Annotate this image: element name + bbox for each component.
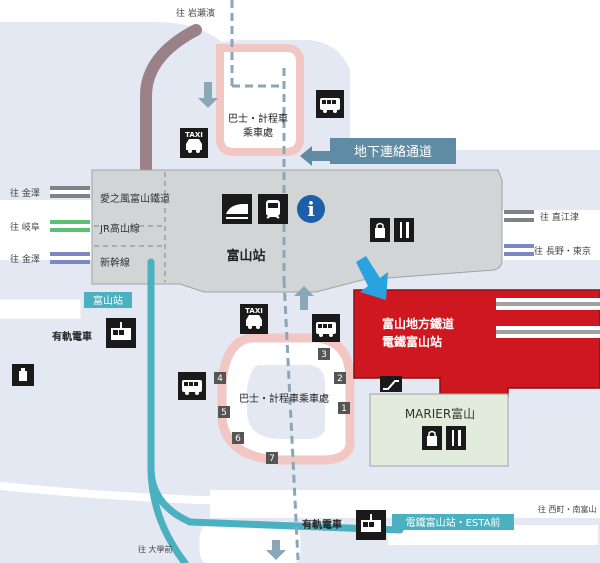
stop-7-box	[266, 452, 278, 464]
to-kanazawa-top-label: 往 金澤	[10, 187, 40, 199]
to-nishimachi-label: 往 西町・南富山	[538, 504, 597, 514]
esta-stop-box	[392, 514, 514, 530]
chitetsu-track-2-inner	[496, 330, 600, 334]
stub-naoetsu-inner	[504, 214, 534, 218]
tram-icon	[106, 318, 136, 348]
tram-bottom-label: 有軌電車	[302, 518, 342, 531]
stop-1: 1	[341, 404, 347, 414]
road-area-lower-left	[0, 300, 210, 520]
tram-track-south	[147, 466, 189, 563]
info-icon-letter: i	[307, 197, 315, 221]
chitetsu-track-1-inner	[496, 302, 600, 306]
to-naoetsu-label: 往 直江津	[540, 211, 579, 223]
marier-label: MARIER富山	[405, 406, 475, 421]
passage-arrow-north-left	[198, 82, 218, 108]
tram-stop-toyamaeki: 富山站	[93, 294, 123, 307]
bus-icon	[312, 314, 340, 342]
passage-arrow-bottom	[266, 540, 286, 560]
locker-icon	[12, 364, 34, 386]
shinkansen-icon	[222, 194, 252, 224]
to-iwasehama-label: 往 岩瀬濱	[176, 7, 215, 19]
underground-passage-sign: 地下連絡通道	[300, 138, 456, 166]
passage-arrow-south	[294, 286, 314, 310]
to-gifu-label: 往 岐阜	[10, 221, 40, 233]
tram-left-label: 有軌電車	[52, 330, 92, 343]
station-building	[91, 169, 503, 293]
shopping-icon	[422, 426, 442, 450]
right-line-stubs	[504, 210, 534, 256]
passage-sign-box	[330, 138, 456, 164]
chitetsu-label-1: 富山地方鐵道	[382, 316, 454, 331]
stop-4-box	[214, 372, 226, 384]
bottom-right-small-block	[316, 545, 600, 563]
bus-icon	[178, 372, 206, 400]
bus-taxi-north-label-2: 乘車處	[243, 126, 273, 139]
to-kanazawa-bottom-label: 往 金澤	[10, 253, 40, 265]
line-shinkansen-label: 新幹線	[100, 256, 130, 269]
taxi-icon: TAXI	[240, 304, 268, 334]
train-icon	[258, 194, 288, 224]
taxi-icon-word: TAXI	[185, 131, 203, 139]
stub-gifu-inner	[50, 224, 90, 228]
restaurant-icon	[446, 426, 466, 450]
stop-7: 7	[269, 454, 275, 464]
taxi-icon-word: TAXI	[245, 307, 263, 315]
stop-6-box	[232, 432, 244, 444]
stop-2: 2	[337, 374, 343, 384]
bus-taxi-south-label: 巴士・計程車乘車處	[239, 392, 329, 405]
stop-2-box	[334, 372, 346, 384]
escalator-icon	[380, 376, 402, 392]
stop-numbers: 3 2 1 4 5 6 7	[214, 348, 350, 464]
passage-sign-arrow	[300, 146, 330, 166]
stop-3-box	[318, 348, 330, 360]
lower-block-left	[0, 299, 81, 319]
bus-ring-north-outline	[216, 44, 304, 156]
underground-passage-label: 地下連絡通道	[354, 144, 432, 160]
to-nagano-tokyo-label: 往 長野・東京	[534, 245, 591, 257]
chitetsu-label-2: 電鐵富山站	[382, 334, 442, 349]
esta-stop-label: 電鐵富山站・ESTA前	[406, 516, 501, 529]
tram-line	[147, 258, 404, 563]
chitetsu-tracks	[496, 298, 600, 338]
blue-pointer-arrow	[356, 256, 388, 300]
bus-ring-south-inner	[245, 363, 327, 441]
stop-1-box	[338, 402, 350, 414]
tram-icon	[356, 510, 386, 540]
stop-3: 3	[321, 350, 327, 360]
line-jr-label: JR高山線	[99, 222, 140, 235]
stop-6: 6	[235, 434, 241, 444]
stop-5: 5	[221, 408, 227, 418]
stub-nagano-inner	[504, 248, 534, 252]
to-daigakumae-label: 往 大學前	[138, 544, 173, 554]
bottom-road-edge	[0, 482, 600, 504]
bus-icon	[316, 90, 344, 118]
taxi-icon: TAXI	[180, 128, 208, 158]
underground-passage-line	[230, 0, 300, 561]
top-left-block	[0, 0, 150, 20]
stub-kanazawa-top-inner	[50, 190, 90, 194]
stub-kanazawa-bottom-inner	[50, 256, 90, 260]
stop-5-box	[218, 406, 230, 418]
left-line-stubs	[50, 186, 90, 264]
underground-passage-v3	[282, 279, 300, 561]
tram-stop-toyamaeki-box	[84, 292, 132, 308]
stop-4: 4	[217, 374, 223, 384]
line-ainokaze-label: 愛之風富山鐵道	[100, 192, 170, 205]
shopping-icon	[370, 218, 390, 242]
bus-taxi-north-label-1: 巴士・計程車	[228, 112, 288, 125]
restaurant-icon	[394, 218, 414, 242]
ainokaze-track	[140, 24, 202, 192]
info-icon: i	[297, 195, 325, 223]
toyama-station-label: 富山站	[226, 248, 265, 264]
